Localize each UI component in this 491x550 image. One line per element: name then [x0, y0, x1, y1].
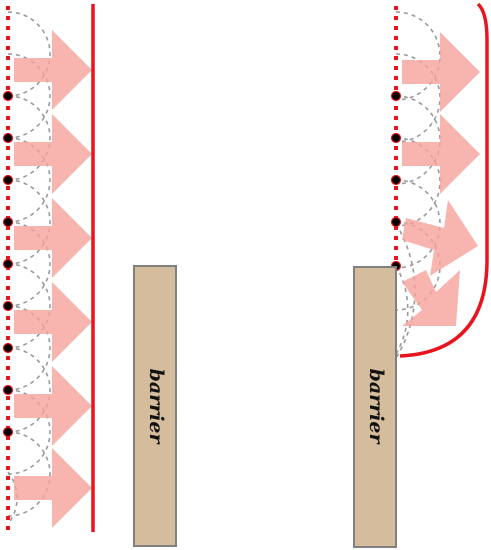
source-point	[2, 90, 14, 102]
source-point	[2, 258, 14, 270]
arrow-icon	[14, 366, 92, 446]
right-barrier	[353, 266, 397, 548]
source-point	[2, 426, 14, 438]
source-point	[2, 342, 14, 354]
source-point	[2, 384, 14, 396]
source-point	[390, 174, 402, 186]
source-point	[390, 132, 402, 144]
right-new-wavefront	[399, 2, 489, 358]
left-panel: barrier	[2, 4, 177, 547]
arrow-icon	[402, 32, 480, 112]
right-arrows	[402, 32, 480, 326]
source-point	[2, 216, 14, 228]
arrow-icon	[14, 114, 92, 194]
left-wavelets	[7, 11, 51, 525]
left-arrows	[14, 30, 92, 528]
arrow-icon	[14, 282, 92, 362]
arrow-icon	[402, 114, 480, 194]
right-sources	[390, 90, 402, 272]
source-point	[2, 300, 14, 312]
source-point	[2, 132, 14, 144]
arrow-icon	[14, 30, 92, 110]
source-point	[390, 216, 402, 228]
arrow-icon	[14, 448, 92, 528]
source-point	[390, 90, 402, 102]
left-barrier-label: barrier	[145, 369, 167, 446]
right-barrier-label: barrier	[365, 369, 387, 446]
right-panel: barrier	[353, 2, 489, 548]
left-sources	[2, 90, 14, 438]
source-point	[2, 174, 14, 186]
arrow-icon	[402, 200, 478, 276]
arrow-icon	[402, 270, 460, 326]
arrow-icon	[14, 198, 92, 278]
left-barrier	[133, 265, 177, 547]
